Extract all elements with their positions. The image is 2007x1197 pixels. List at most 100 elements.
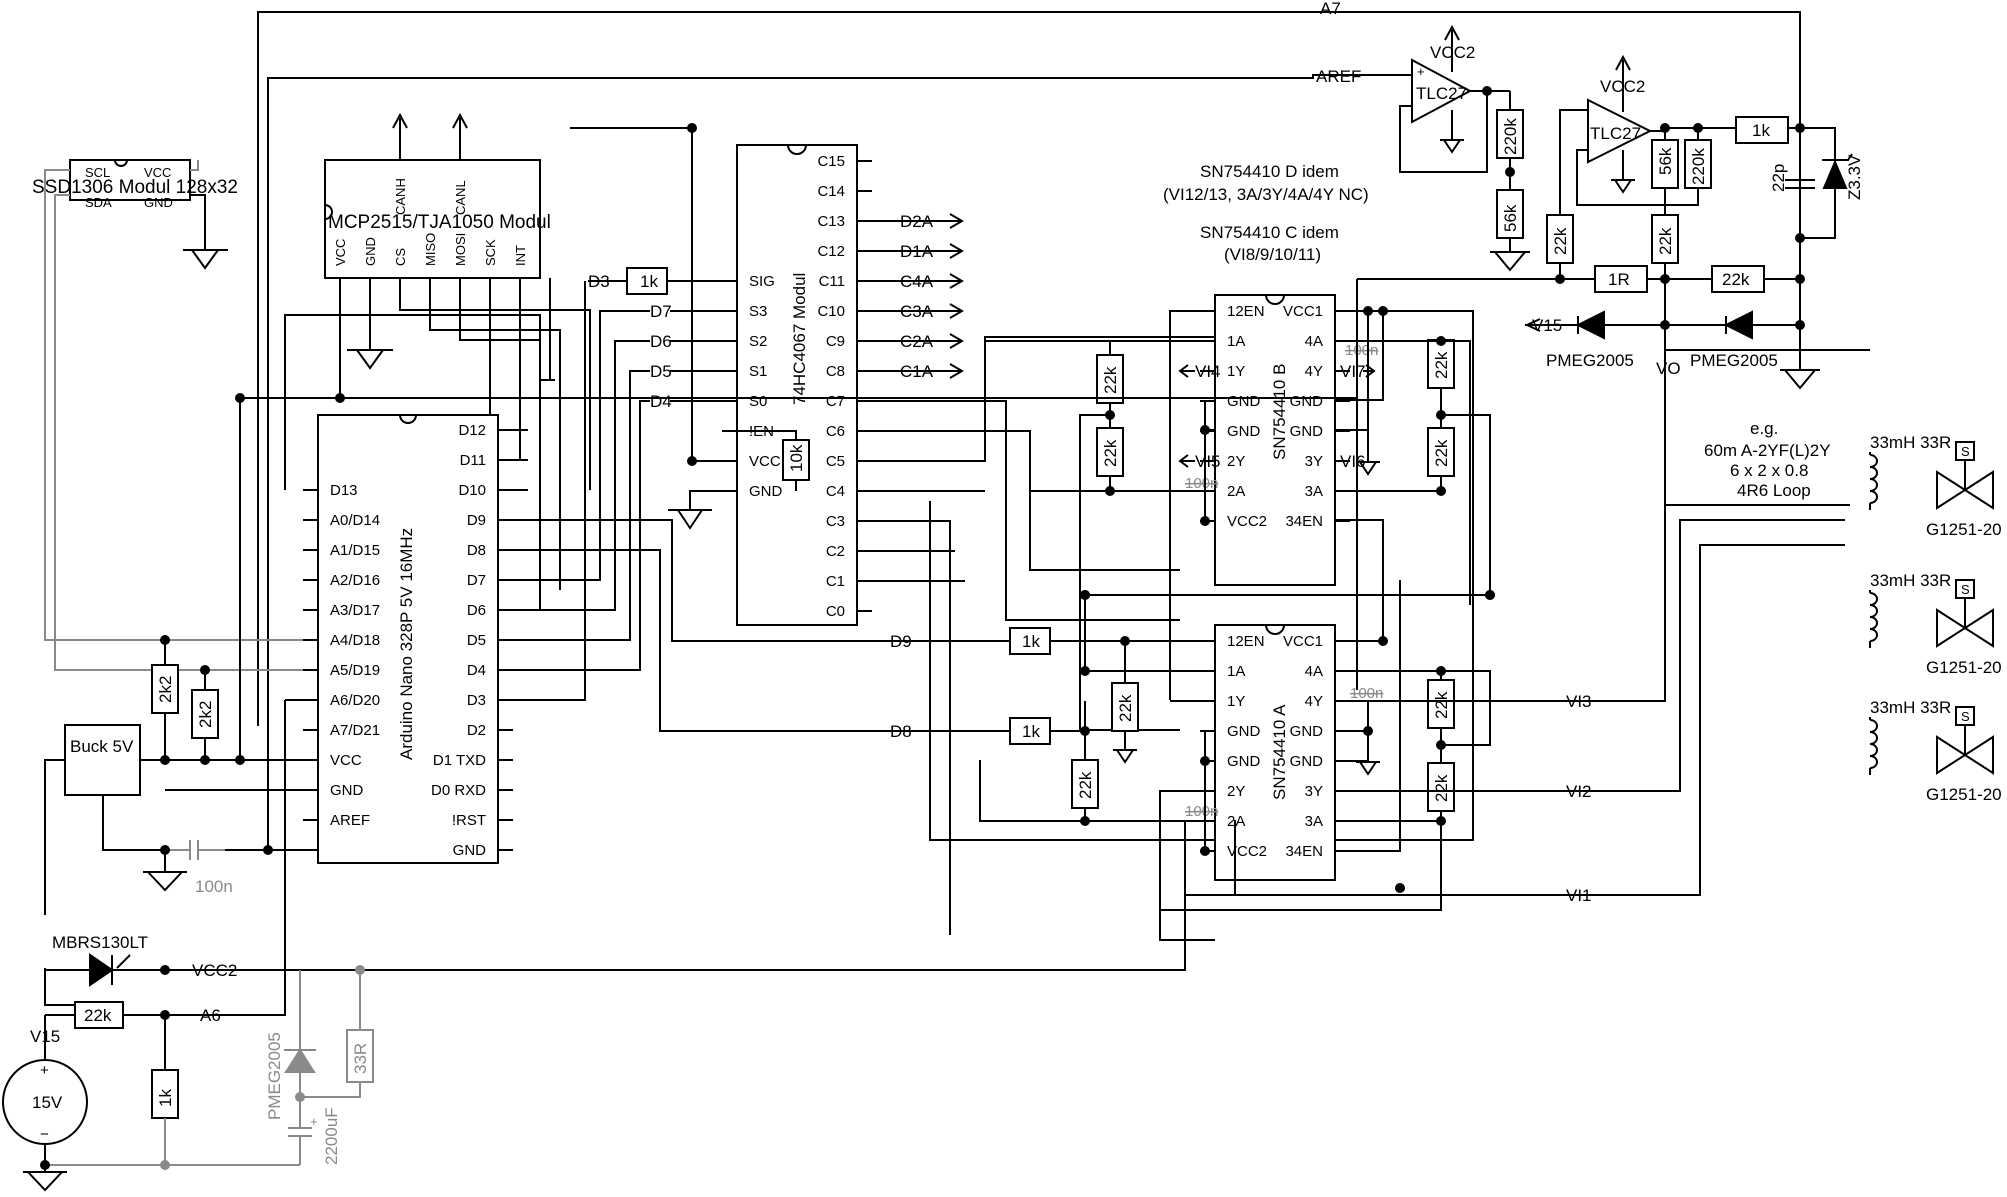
nano-right-pin-label: D8 [467,542,486,559]
drvb-left-pin-label: 1A [1227,333,1245,350]
valve-1-valve [1936,470,1994,510]
mcp-pin-cs: CS [393,248,408,266]
resistor-en-label: 10k [787,444,806,472]
buck-label: Buck 5V [70,737,134,756]
drv-b-cap2-label: 100n [1185,475,1218,492]
r2k2-1-label: 2k2 [156,676,175,703]
r22k-h-label: 22k [1722,270,1750,289]
drvb-right-pin-label: 3Y [1305,453,1323,470]
nano-left-pin-label: VCC [330,752,362,769]
r22k-a3-label: 22k [1432,691,1451,719]
label-d9: D9 [890,632,912,651]
r22k-b3-label: 22k [1432,351,1451,379]
drvb-right-pin-label: GND [1290,393,1324,410]
pulldowns-b: 22k 22k 22k 22k [929,310,1495,841]
drva-left-pin-label: 2Y [1227,783,1245,800]
pulldowns-a: 22k 22k VI3 VI2 VI1 [1160,349,1870,911]
note-cable-1: e.g. [1750,419,1778,438]
nano-left-pin-label: AREF [330,812,370,829]
drvb-left-pin-label: 2Y [1227,453,1245,470]
mux-right-pin-label: C5 [826,453,845,470]
ssd1306-pin-gnd: GND [144,195,173,210]
mux-left-pin-label: S2 [749,333,767,350]
drvb-left-pin-label: GND [1227,393,1261,410]
valve-2-valve [1936,608,1994,648]
pmeg-right-label: PMEG2005 [1690,351,1778,370]
nano-right-pin-label: D0 RXD [431,782,486,799]
valve-1-label: G1251-20 [1926,520,2002,539]
valve-1-coil-label: 33mH 33R [1870,433,1951,452]
nano-right-pin-label: D6 [467,602,486,619]
d9-d8-buffers: D9 1k D8 1k 22k 22k [498,519,1490,826]
nano-right-pin-label: D12 [458,422,486,439]
label-vi7: VI7 [1340,362,1366,381]
drva-right-pin-label: 3Y [1305,783,1323,800]
mcp2515-module: MCP2515/TJA1050 Modul VCC GND CS CANH MO… [324,112,591,610]
nano-left-pin-label: A0/D14 [330,512,380,529]
mux-left-pin-label: SIG [749,273,775,290]
drv-b-cap-label: 100n [1345,342,1378,359]
mux-right-pin-label: C0 [826,603,845,620]
mux-right-pin-label: C2 [826,543,845,560]
mbrs-label: MBRS130LT [52,933,148,952]
label-d1a: D1A [900,242,934,261]
drva-right-pin-label: VCC1 [1283,633,1323,650]
valve-1-coil [1869,454,1878,504]
resistor-22k-h [1711,265,1765,293]
opamp-1 [1411,58,1473,124]
valve-2-coil-label: 33mH 33R [1870,571,1951,590]
canl-arrow [452,112,468,160]
label-vo: VO [1656,359,1681,378]
mux-right-pin-label: C8 [826,363,845,380]
nano-right-pin-label: D1 TXD [433,752,486,769]
r220k-1-label: 220k [1501,118,1520,155]
mcp-pin-sck: SCK [483,239,498,266]
mcp-pin-vcc: VCC [333,239,348,266]
source-plus: + [40,1062,49,1079]
mux-right-pin-label: C11 [819,273,845,290]
mcp-pin-int: INT [513,245,528,266]
valve-2-solenoid-mark: S [1961,582,1970,597]
r1k-div-label: 1k [156,1089,175,1107]
drva-left-pin-label: GND [1227,723,1261,740]
nano-left-pin-label: A3/D17 [330,602,380,619]
mux-right-pin-label: C3 [826,513,845,530]
mux-title: 74HC4067 Modul [790,273,809,405]
r22k-b1-label: 22k [1101,366,1120,394]
label-vi1: VI1 [1566,886,1592,905]
junctions [1080,590,1495,893]
note-drv-d-1: SN754410 D idem [1200,162,1339,181]
drva-left-pin-label: VCC2 [1227,843,1267,860]
label-c1a: C1A [900,362,934,381]
drvb-left-pin-label: 2A [1227,483,1245,500]
label-d5: D5 [650,362,672,381]
label-d4: D4 [650,392,672,411]
mux-left-pin-label: GND [749,483,783,500]
valve-3-solenoid [1955,706,1975,726]
label-vi3: VI3 [1566,692,1592,711]
label-vi6: VI6 [1340,452,1366,471]
label-d7: D7 [650,302,672,321]
pmeg-left [1575,310,1605,340]
valve-3-coil [1869,719,1878,769]
mcp-pin-gnd: GND [363,237,378,266]
label-vi2: VI2 [1566,782,1592,801]
drvb-left-pin-label: VCC2 [1227,513,1267,530]
note-cable-3: 6 x 2 x 0.8 [1730,461,1808,480]
valve-3-coil-label: 33mH 33R [1870,698,1951,717]
r22k-a4-label: 22k [1432,774,1451,802]
label-c4a: C4A [900,272,934,291]
drvb-right-pin-label: VCC1 [1283,303,1323,320]
drva-right-pin-label: GND [1290,753,1324,770]
drvb-right-pin-label: 4A [1305,333,1323,350]
c100n-label: 100n [195,877,233,896]
drvb-right-pin-label: 3A [1305,483,1323,500]
r22k-op-label: 22k [1551,227,1570,255]
valve-2-solenoid [1955,579,1975,599]
canh-arrow [392,112,408,160]
mcp-ground-symbol [347,349,393,370]
mux-right-pin-label: C1 [826,573,845,590]
label-c2a: C2A [900,332,934,351]
label-a6: A6 [200,1006,221,1025]
